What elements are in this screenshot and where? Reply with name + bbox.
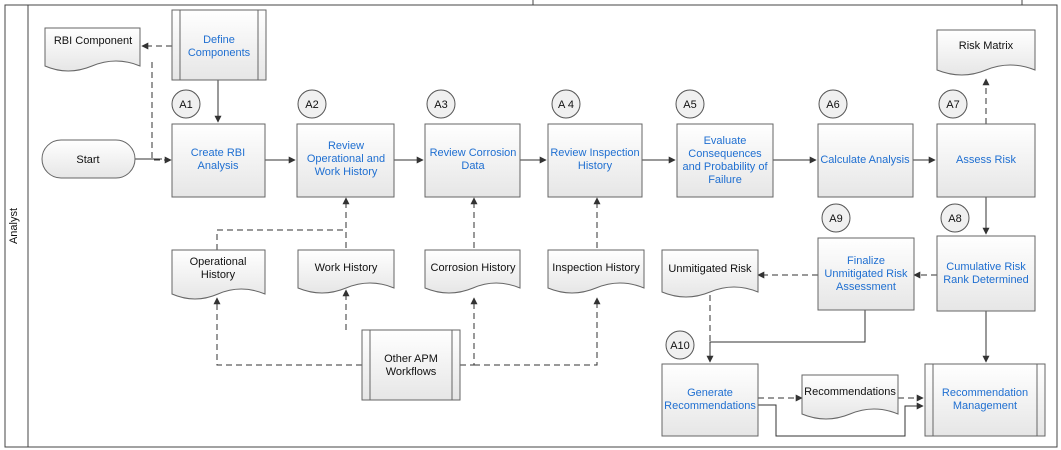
doc-recommendations: Recommendations [801,374,899,420]
doc-operational-history-line-2: History [201,269,236,281]
badge-a6: A6 [818,89,848,119]
step-other-apm-workflows[interactable]: Other APM Workflows [361,329,461,401]
badge-a8-label: A8 [948,213,961,225]
recommendation-mgmt-line-2: Management [953,400,1017,412]
review-inspection-line-2: History [578,160,613,172]
step-review-operational[interactable]: Review Operational and Work History [296,123,395,198]
doc-rbi-component: RBI Component [44,27,141,72]
define-components-line-1: Define [203,34,235,46]
badge-a5: A5 [675,89,705,119]
step-recommendation-management[interactable]: Recommendation Management [924,363,1046,437]
review-operational-line-3: Work History [315,166,378,178]
doc-corrosion-history: Corrosion History [424,249,521,294]
doc-risk-matrix-line-1: Risk Matrix [959,40,1014,52]
doc-operational-history: Operational History [171,249,266,300]
review-corrosion-line-2: Data [461,160,485,172]
create-rbi-line-1: Create RBI [191,147,245,159]
start-terminator: Start [41,139,136,179]
evaluate-line-4: Failure [708,174,742,186]
badge-a8: A8 [940,203,970,233]
doc-corrosion-history-line-1: Corrosion History [431,262,516,274]
badge-a3-label: A3 [434,99,447,111]
review-operational-line-2: Operational and [307,153,385,165]
badge-a4: A 4 [551,89,581,119]
badge-a9-label: A9 [829,213,842,225]
recommendation-mgmt-line-1: Recommendation [942,387,1028,399]
calculate-line-1: Calculate Analysis [820,154,910,166]
lane-label: Analyst [8,208,20,244]
step-calculate-analysis[interactable]: Calculate Analysis [817,123,914,198]
define-components-line-2: Components [188,47,251,59]
step-cumulative-risk[interactable]: Cumulative Risk Rank Determined [936,235,1036,312]
badge-a10: A10 [665,330,695,360]
doc-operational-history-line-1: Operational [190,256,247,268]
badge-a4-label: A 4 [558,99,574,111]
step-evaluate-consequences[interactable]: Evaluate Consequences and Probability of… [676,123,774,198]
badge-a10-label: A10 [670,340,690,352]
doc-work-history: Work History [297,249,395,294]
badge-a7-label: A7 [946,99,959,111]
finalize-line-3: Assessment [836,281,896,293]
review-inspection-line-1: Review Inspection [550,147,639,159]
cumulative-line-2: Rank Determined [943,274,1029,286]
create-rbi-line-2: Analysis [198,160,239,172]
generate-line-2: Recommendations [664,400,756,412]
swimlane-frame [4,4,1058,448]
doc-unmitigated-risk: Unmitigated Risk [661,249,759,298]
other-apm-line-1: Other APM [384,353,438,365]
evaluate-line-3: and Probability of [683,161,769,173]
cumulative-line-1: Cumulative Risk [946,261,1026,273]
step-review-corrosion[interactable]: Review Corrosion Data [424,123,521,198]
badge-a2-label: A2 [305,99,318,111]
badge-a7: A7 [938,89,968,119]
start-label: Start [76,154,99,166]
step-define-components[interactable]: Define Components [171,9,267,81]
step-finalize-unmitigated[interactable]: Finalize Unmitigated Risk Assessment [817,237,915,311]
doc-recommendations-line-1: Recommendations [804,386,896,398]
badge-a3: A3 [426,89,456,119]
doc-inspection-history-line-1: Inspection History [552,262,640,274]
connectors [135,42,990,437]
generate-line-1: Generate [687,387,733,399]
other-apm-line-2: Workflows [386,366,437,378]
badge-a6-label: A6 [826,99,839,111]
finalize-line-2: Unmitigated Risk [824,268,908,280]
badge-a1-label: A1 [179,99,192,111]
badge-a2: A2 [297,89,327,119]
doc-risk-matrix: Risk Matrix [936,29,1036,76]
step-create-rbi-analysis[interactable]: Create RBI Analysis [171,123,266,198]
doc-rbi-component-line-1: RBI Component [54,35,132,47]
doc-work-history-line-1: Work History [315,262,378,274]
doc-inspection-history: Inspection History [547,249,645,294]
badge-a5-label: A5 [683,99,696,111]
step-review-inspection[interactable]: Review Inspection History [547,123,643,198]
badge-a1: A1 [171,89,201,119]
review-operational-line-1: Review [328,140,364,152]
badge-a9: A9 [821,203,851,233]
evaluate-line-1: Evaluate [704,135,747,147]
review-corrosion-line-1: Review Corrosion [430,147,517,159]
assess-risk-line-1: Assess Risk [956,154,1016,166]
doc-unmitigated-risk-line-1: Unmitigated Risk [668,263,752,275]
finalize-line-1: Finalize [847,255,885,267]
evaluate-line-2: Consequences [688,148,762,160]
step-assess-risk[interactable]: Assess Risk [936,123,1036,198]
step-generate-recommendations[interactable]: Generate Recommendations [661,363,759,437]
